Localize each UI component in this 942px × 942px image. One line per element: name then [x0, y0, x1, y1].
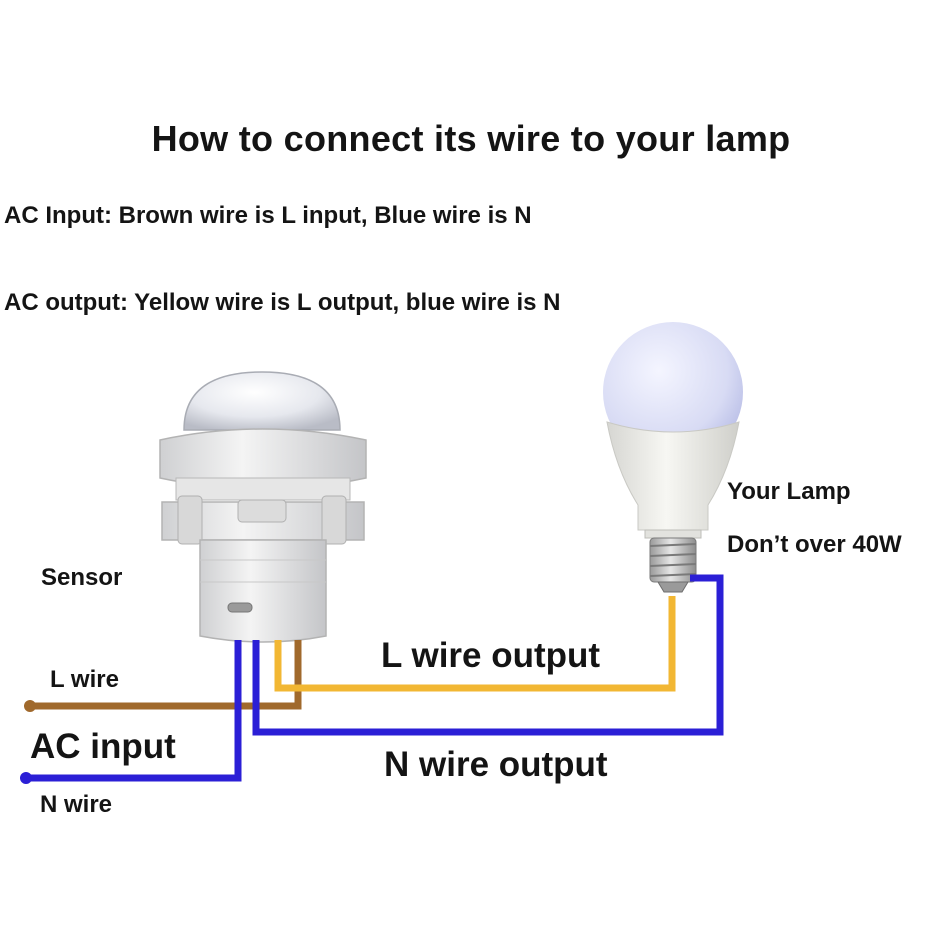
bulb-base [649, 537, 697, 593]
sensor-slot [227, 602, 253, 613]
ac-input-instruction: AC Input: Brown wire is L input, Blue wi… [4, 202, 532, 229]
n-input-wire [26, 640, 242, 782]
ac-input-label: AC input [30, 727, 176, 766]
lamp-wattage-limit: Don’t over 40W [727, 531, 902, 558]
ac-output-instruction: AC output: Yellow wire is L output, blue… [4, 289, 561, 316]
l-input-terminal [24, 700, 36, 712]
diagram-title: How to connect its wire to your lamp [151, 118, 791, 159]
l-wire-output-label: L wire output [381, 636, 601, 675]
l-wire-label: L wire [50, 666, 119, 693]
lamp-bulb [603, 322, 743, 593]
n-output-wire [252, 574, 724, 736]
lamp-label: Your Lamp [727, 478, 851, 505]
bulb-housing [606, 421, 740, 531]
sensor-device [159, 371, 367, 643]
bulb-glass [603, 322, 743, 462]
n-wire-output-label: N wire output [384, 745, 608, 784]
sensor-body [199, 539, 327, 643]
sensor-label: Sensor [41, 564, 123, 591]
l-input-wire [30, 640, 302, 710]
n-input-terminal [20, 772, 32, 784]
n-wire-label: N wire [40, 791, 113, 818]
sensor-dome [183, 371, 341, 431]
l-output-wire [274, 596, 676, 692]
